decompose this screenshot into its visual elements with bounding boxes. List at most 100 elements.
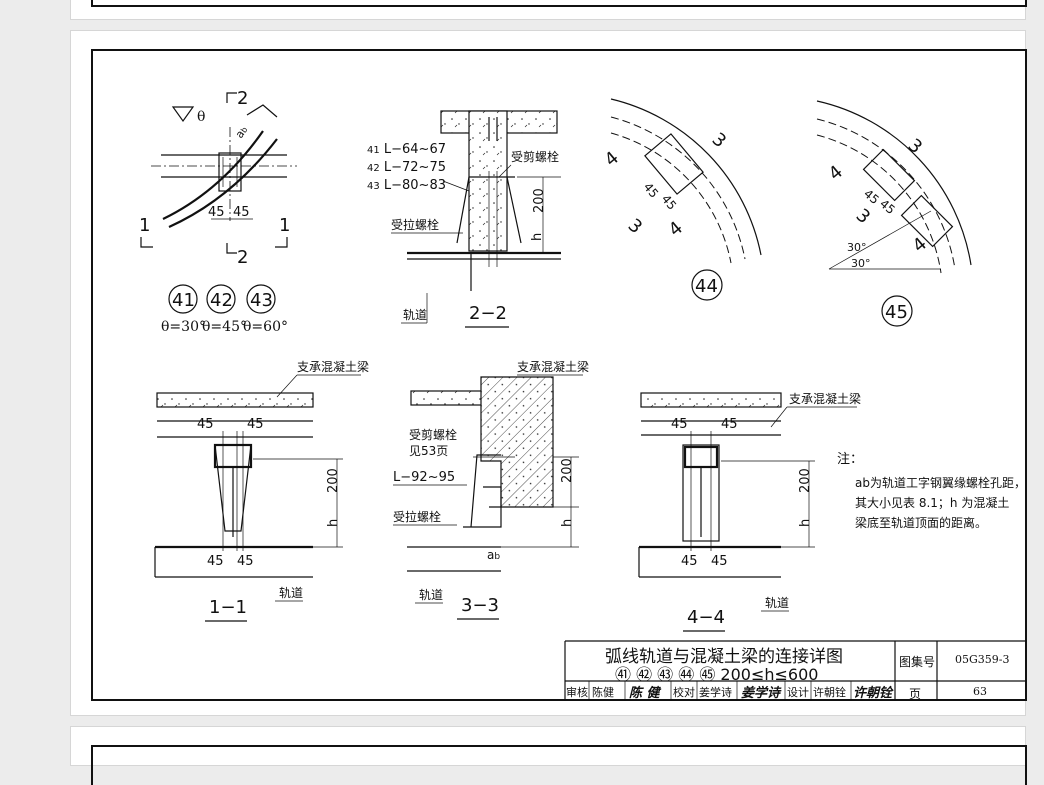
section-mark-2-top: 2 [237,88,248,109]
detail-45-id: 45 [885,302,908,323]
tension-bolt-label-33: 受拉螺栓 [393,509,441,524]
angle-41: θ=30° [161,319,206,335]
rail-label-22: 轨道 [403,308,427,322]
dim-200-22: 200 [532,188,547,213]
section-mark-3-44a: 3 [708,129,730,152]
atlas-number: 05G359-3 [955,653,1010,666]
dim-45-11b: 45 [247,417,264,432]
detail-ids-41-43: 41 42 43 θ=30° θ=45° θ=60° [161,284,288,335]
rail-label-33: 轨道 [419,588,443,602]
note-line-1: ab为轨道工字钢翼缘螺栓孔距， [855,475,1026,490]
sheet-title-line-2: ㊶ ㊷ ㊸ ㊹ ㊺ 200≤h≤600 [615,665,819,684]
note-line-3: 梁底至轨道顶面的距离。 [855,515,987,530]
section-4-4: 200 h 45 45 45 45 支承混凝土梁 轨道 4−4 [638,391,861,632]
dim-45-left: 45 [208,205,225,220]
note-heading: 注： [837,452,863,467]
atlas-label: 图集号 [899,655,936,669]
section-mark-4-44b: 4 [665,217,687,240]
next-page-frame [91,745,1027,785]
design-label: 设计 [787,686,809,699]
dim-45-11a: 45 [197,417,214,432]
previous-page [70,0,1027,20]
dim-200-33: 200 [560,458,575,483]
drawing-canvas: θ 45 45 1 1 2 2 ab 41 42 43 θ=30° θ=45° … [139,88,1027,701]
check-label: 校对 [673,686,695,699]
theta-label: θ [197,109,205,125]
note-block: 注： ab为轨道工字钢翼缘螺栓孔距， 其大小见表 8.1；h 为混凝土 梁底至轨… [837,452,1026,530]
drawing-page: θ 45 45 1 1 2 2 ab 41 42 43 θ=30° θ=45° … [70,30,1027,716]
angle-l33: L−92~95 [393,470,455,485]
angle-43: θ=60° [243,319,288,335]
detail-45: 30° 30° 4 3 3 4 45 45 45 [816,100,972,327]
dim-h-11: h [326,519,341,527]
support-beam-label-11: 支承混凝土梁 [297,359,369,374]
angle-42: θ=45° [202,319,247,335]
rail-label-11: 轨道 [279,586,303,600]
design-name: 许朝铨 [813,686,846,699]
page-label: 页 [909,687,922,701]
dim-200-11: 200 [326,468,341,493]
shear-bolt-label-22: 受剪螺栓 [511,149,559,164]
support-beam-label-44: 支承混凝土梁 [789,391,861,406]
title-block [564,640,1027,701]
angle-30-a: 30° [847,241,867,254]
dim-45-44a: 45 [641,180,662,201]
section-mark-3-44b: 3 [624,215,646,238]
tension-bolt-label-22: 受拉螺栓 [391,217,439,232]
dim-45-44f: 45 [711,554,728,569]
review-name: 陈健 [592,686,614,699]
sheet-title-line-1: 弧线轨道与混凝土梁的连接详图 [605,647,843,667]
dim-200-44: 200 [798,468,813,493]
dim-h-22: h [530,233,545,241]
section-2-2: 200 h 41 L−64~67 42 L−72~75 43 L−80~83 受… [367,110,561,328]
angle-l43: 43 L−80~83 [367,178,446,193]
detail-41-id: 41 [172,290,195,311]
section-mark-4-45b: 4 [909,233,931,256]
detail-43-id: 43 [250,290,273,311]
ab-label: ab [233,124,250,141]
previous-page-frame [91,0,1027,7]
design-signature: 许朝铨 [853,686,893,701]
dim-h-44: h [798,519,813,527]
dim-h-33: h [560,519,575,527]
section-title-1-1: 1−1 [209,597,247,618]
see-page-label: 见53页 [409,444,448,458]
shear-bolt-label-33: 受剪螺栓 [409,427,457,442]
check-name: 姜学诗 [699,686,732,699]
section-title-4-4: 4−4 [687,607,725,628]
review-signature: 陈 健 [629,686,660,701]
dim-45-44d: 45 [721,417,738,432]
drawing-frame [91,49,1027,701]
section-1-1: 200 h 45 45 45 45 支承混凝土梁 轨道 1−1 [154,359,369,622]
section-mark-1-left: 1 [139,215,150,236]
dim-45-44b: 45 [659,192,680,213]
review-label: 审核 [566,686,588,699]
dim-45-44c: 45 [671,417,688,432]
section-mark-3-45b: 3 [904,135,926,158]
detail-44-id: 44 [695,276,718,297]
section-mark-4-44a: 4 [601,147,623,170]
section-mark-2-bottom: 2 [237,247,248,268]
detail-42-id: 42 [210,290,233,311]
rail-label-44: 轨道 [765,596,789,610]
note-line-2: 其大小见表 8.1；h 为混凝土 [855,495,1009,510]
section-title-2-2: 2−2 [469,303,507,324]
section-mark-4-45a: 4 [825,161,847,184]
section-mark-3-45a: 3 [852,205,874,228]
detail-41-plan: θ 45 45 1 1 2 2 ab [139,88,297,268]
check-signature: 姜学诗 [741,686,781,701]
section-title-3-3: 3−3 [461,595,499,616]
support-beam-label-33: 支承混凝土梁 [517,359,589,374]
detail-44: 3 4 3 4 45 45 44 [601,98,762,301]
dim-45-right: 45 [233,205,250,220]
dim-45-11d: 45 [237,554,254,569]
section-3-3: 200 h 支承混凝土梁 受剪螺栓 见53页 L−92~95 受拉螺栓 ab 轨… [393,359,589,620]
ab-dim-33: ab [487,548,500,562]
section-mark-1-right: 1 [279,215,290,236]
dim-45-11c: 45 [207,554,224,569]
next-page [70,726,1027,785]
page-number: 63 [973,685,987,698]
angle-30-b: 30° [851,257,871,270]
angle-l41: 41 L−64~67 [367,142,446,157]
angle-l42: 42 L−72~75 [367,160,446,175]
